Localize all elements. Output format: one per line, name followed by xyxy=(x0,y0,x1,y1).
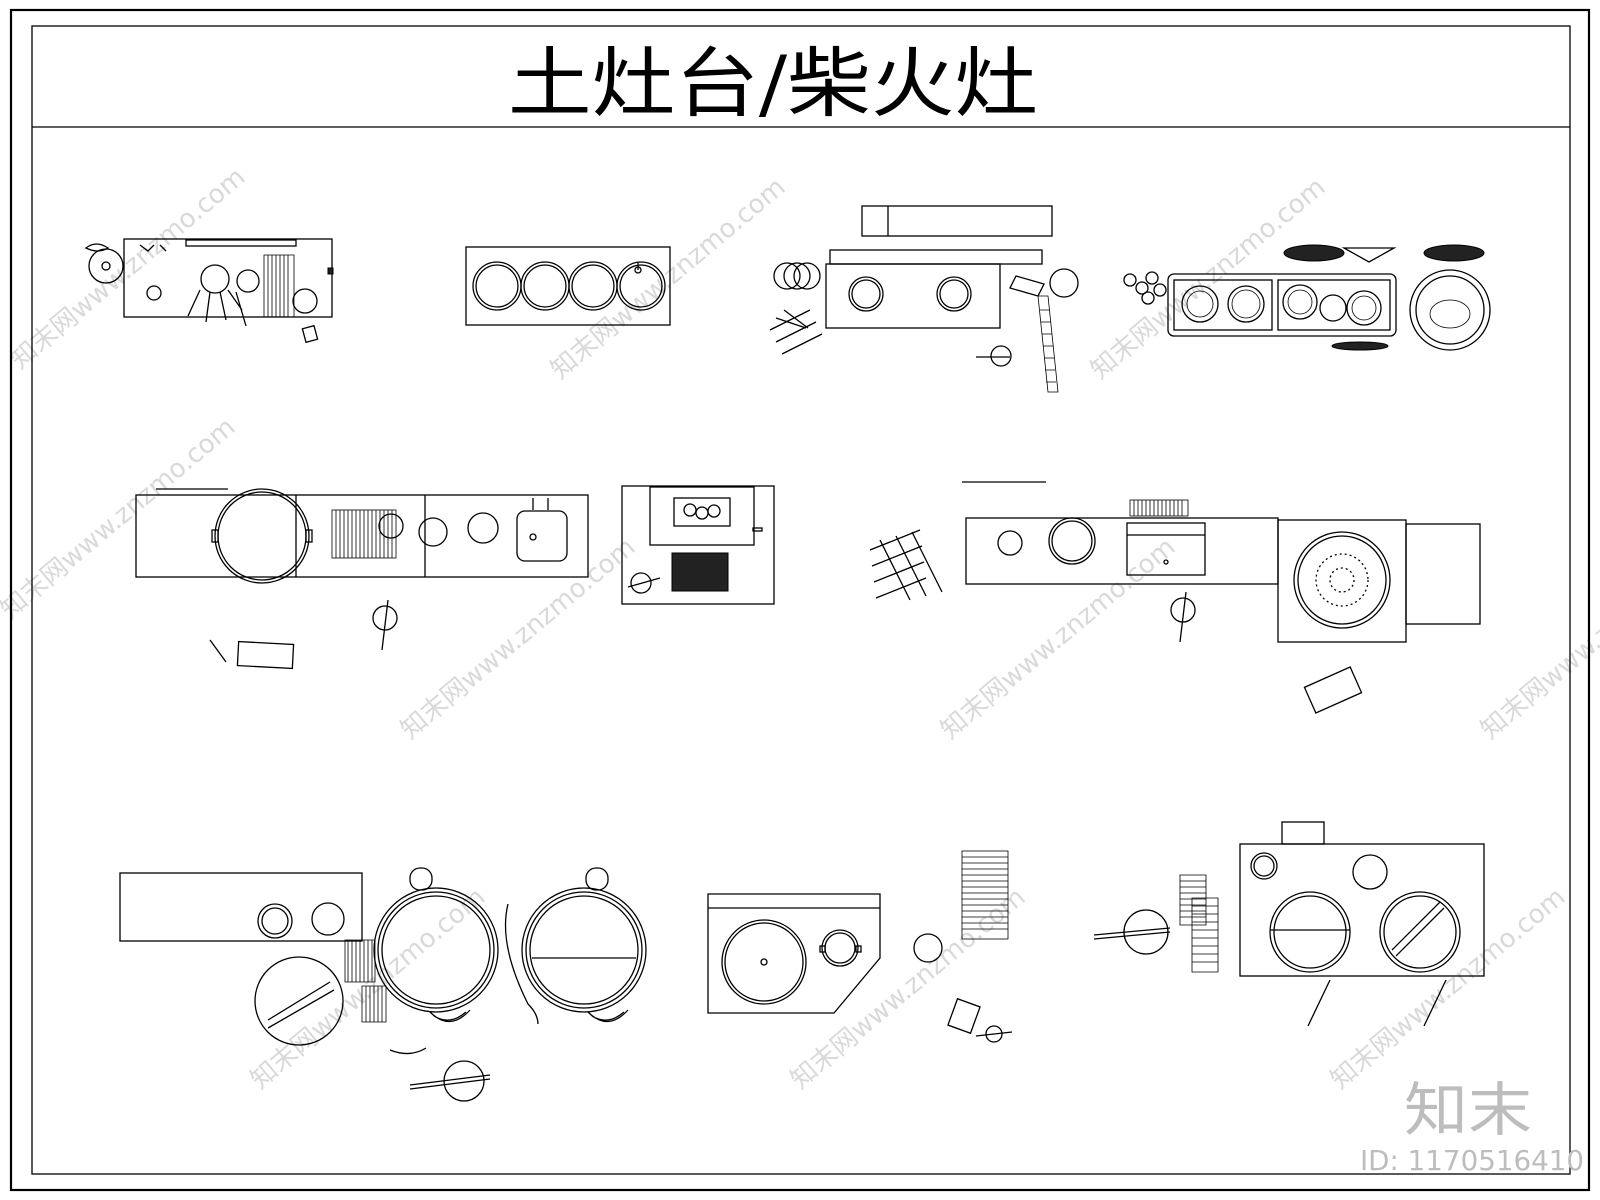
watermark: 知末网www.znzmo.com xyxy=(395,532,641,745)
inner-frame xyxy=(31,25,1571,1175)
watermark-layer: 知末网www.znzmo.com 知末网www.znzmo.com 知末网www… xyxy=(0,162,1600,1095)
stove-plan-4 xyxy=(1123,244,1491,351)
stove-plan-1 xyxy=(84,238,334,344)
watermark: 知末网www.znzmo.com xyxy=(0,412,241,625)
watermark: 知末网www.znzmo.com xyxy=(5,162,251,375)
drawing-title: 土灶台/柴火灶 xyxy=(508,39,1038,128)
stove-plan-2 xyxy=(465,246,671,326)
stove-plan-5 xyxy=(135,488,589,670)
stove-plan-9 xyxy=(707,850,1013,1043)
watermark: 知末网www.znzmo.com xyxy=(1475,532,1600,745)
outer-frame xyxy=(9,8,1591,1192)
watermark: 知末网www.znzmo.com xyxy=(1085,172,1331,385)
stove-plan-6 xyxy=(621,485,775,605)
stove-plan-10 xyxy=(1093,821,1485,1027)
stove-plan-3 xyxy=(769,205,1079,393)
watermark: 知末网www.znzmo.com xyxy=(935,532,1181,745)
brand-logo: 知末 xyxy=(1404,1076,1532,1144)
watermark: 知末网www.znzmo.com xyxy=(785,882,1031,1095)
watermark: 知末网www.znzmo.com xyxy=(545,172,791,385)
stove-plan-7 xyxy=(869,481,1481,714)
stove-plan-8 xyxy=(119,867,647,1102)
watermark: 知末网www.znzmo.com xyxy=(1325,882,1571,1095)
drawing-id-label: ID: 1170516410 xyxy=(1360,1144,1584,1177)
